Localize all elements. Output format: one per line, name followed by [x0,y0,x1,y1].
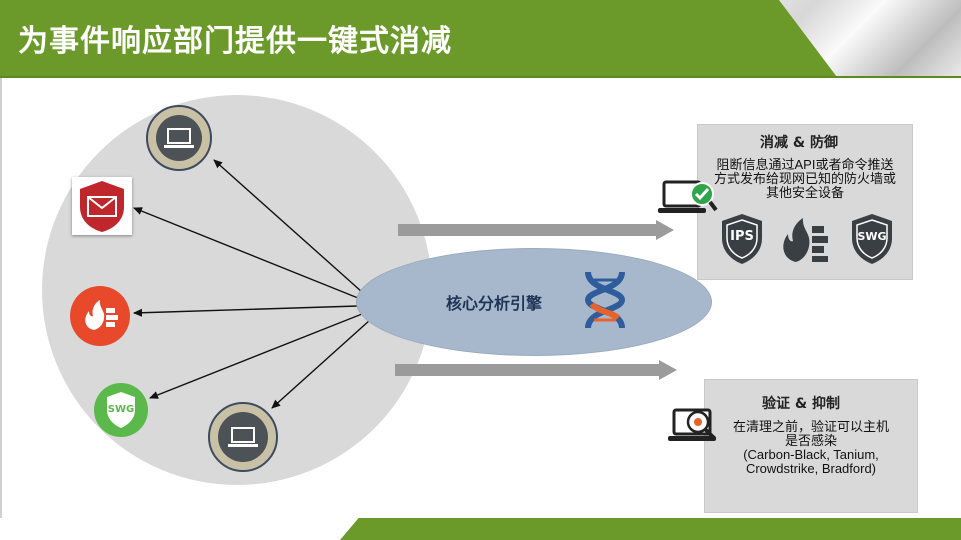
verify-line-1: 在清理之前，验证可以主机 [732,419,889,434]
title-divider [0,76,961,78]
slide-title: 为事件响应部门提供一键式消减 [18,24,452,59]
endpoint-laptop-bottom [208,402,278,472]
arrow-to-swg [149,313,363,399]
dna-icon [584,271,626,329]
ips-label: IPS [730,229,754,244]
arrow-head-right [659,360,677,380]
arrow-to-firewall [133,305,359,317]
laptop-icon [164,128,194,148]
verify-title: 验证 & 抑制 [762,396,840,412]
verify-line-3: (Carbon-Black, Tanium, [743,447,879,462]
arrow-to-laptop-bottom [271,319,371,409]
mail-shield-icon [80,181,124,232]
core-engine-label: 核心分析引擎 [446,294,543,313]
mitigation-title: 消减 & 防御 [760,135,838,151]
swg-label: SWG [107,404,135,415]
slide-left-border [0,78,2,518]
laptop-check-icon [658,180,718,213]
flame-wall-icon [783,218,828,262]
ips-shield-icon [722,214,762,264]
firewall-icon [70,286,130,346]
swg-gateway-icon: SWG [94,383,148,437]
email-security-icon [72,177,132,235]
verify-line-2: 是否感染 [784,433,837,448]
arrow-to-laptop-top [213,159,363,293]
swg-label: SWG [857,230,887,243]
arrow-to-verify [395,364,661,376]
verify-line-4: Crowdstrike, Bradford) [745,461,877,476]
arrow-to-mail [133,207,359,299]
mitigation-line-3: 其他安全设备 [765,185,844,200]
swg-shield-icon [107,392,135,428]
laptop-virus-icon [668,408,716,441]
footer-accent [340,518,961,540]
mitigation-line-2: 方式发布给现网已知的防火墙或 [713,171,896,186]
swg-shield-icon [852,214,892,264]
endpoint-laptop-top [146,105,212,171]
flame-wall-icon [85,300,118,330]
verify-panel [704,379,918,513]
arrow-head-right [656,220,674,240]
arrow-to-mitigation [398,224,658,236]
mitigation-line-1: 阻断信息通过API或者命令推送 [716,157,894,172]
laptop-icon [228,427,258,447]
core-analysis-engine [356,248,712,356]
